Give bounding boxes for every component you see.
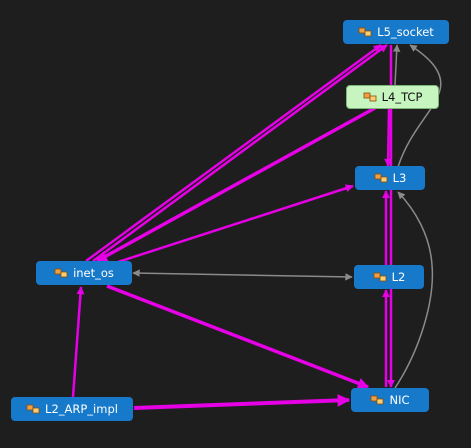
edge-nic-to-l3[interactable] xyxy=(394,191,434,389)
edge-l2arp-to-nic[interactable] xyxy=(133,394,351,410)
node-l2[interactable]: L2 xyxy=(354,265,424,289)
node-l2-arp-impl[interactable]: L2_ARP_impl xyxy=(11,397,133,421)
edge-inet-os-to-l5socket-b[interactable] xyxy=(92,43,388,263)
node-l3[interactable]: L3 xyxy=(355,166,425,190)
edge-inet-os-to-l5socket-a[interactable] xyxy=(85,43,382,263)
node-label: NIC xyxy=(389,393,410,407)
edge-l4tcp-to-l5socket[interactable] xyxy=(392,44,401,86)
module-icon xyxy=(26,403,40,415)
edge-l2arp-to-inet-os[interactable] xyxy=(71,286,85,398)
edge-l4tcp-to-inet-os[interactable] xyxy=(96,106,376,263)
module-icon xyxy=(374,172,388,184)
node-label: inet_os xyxy=(73,266,114,280)
node-l5-socket[interactable]: L5_socket xyxy=(343,20,449,44)
node-label: L3 xyxy=(392,171,407,185)
module-icon xyxy=(373,271,387,283)
edge-l3-to-l5socket[interactable] xyxy=(397,44,442,168)
node-nic[interactable]: NIC xyxy=(351,388,429,412)
node-label: L2 xyxy=(391,270,406,284)
node-l4-tcp[interactable]: L4_TCP xyxy=(346,85,439,109)
module-icon xyxy=(363,91,377,103)
node-label: L5_socket xyxy=(377,25,434,39)
edge-inet-os-to-nic[interactable] xyxy=(106,284,370,389)
module-icon xyxy=(370,394,384,406)
module-icon xyxy=(54,267,68,279)
node-label: L4_TCP xyxy=(381,90,423,104)
module-icon xyxy=(358,26,372,38)
node-inet-os[interactable]: inet_os xyxy=(36,261,132,285)
node-label: L2_ARP_impl xyxy=(45,402,118,416)
edge-inet-os-to-l3[interactable] xyxy=(117,184,354,264)
edge-l4tcp-to-l3[interactable] xyxy=(384,108,393,167)
edge-inet-os-to-l2[interactable] xyxy=(132,269,353,281)
